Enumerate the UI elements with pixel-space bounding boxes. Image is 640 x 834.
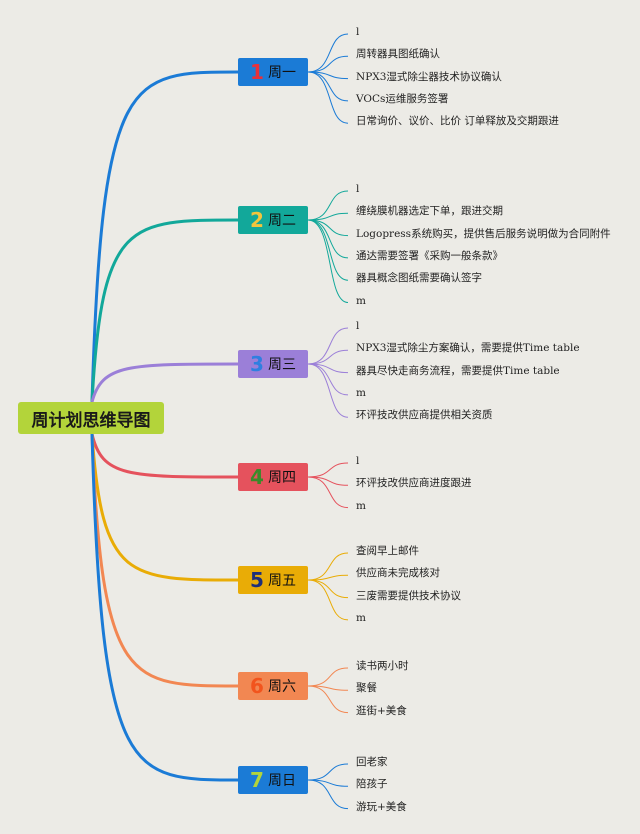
leaf-item: 环评技改供应商进度跟进 [356, 477, 472, 490]
leaf-connector [307, 685, 349, 714]
day-label: 周日 [267, 773, 296, 789]
leaf-connector [307, 219, 349, 303]
root-node: 周计划思维导图 [18, 402, 164, 434]
leaf-item: 回老家 [356, 756, 388, 768]
leaf-connector [307, 71, 349, 124]
branch-connector-1 [90, 70, 239, 403]
leaf-item: NPX3湿式除尘器技术协议确认 [356, 70, 502, 83]
leaf-connector [307, 349, 349, 365]
leaf-connector [307, 71, 349, 102]
leaf-connector [307, 763, 349, 781]
leaf-item: 读书两小时 [356, 660, 409, 672]
leaf-item: 供应商未完成核对 [356, 567, 440, 580]
day-label: 周二 [267, 213, 296, 229]
leaf-connector [307, 667, 349, 687]
branch-connector-5 [90, 433, 239, 582]
leaf-connector [307, 363, 349, 396]
leaf-item: m [356, 386, 366, 399]
leaf-item: 日常询价、议价、比价 订单释放及交期跟进 [356, 115, 559, 128]
leaf-item: 周转器具图纸确认 [356, 48, 440, 61]
leaf-connector [307, 327, 349, 365]
leaf-item: 三废需要提供技术协议 [356, 589, 461, 602]
root-label: 周计划思维导图 [31, 410, 151, 431]
leaf-connector [307, 219, 349, 259]
leaf-item: VOCs运维服务签署 [356, 92, 449, 105]
branch-connector-2 [90, 218, 239, 403]
leaf-item: 游玩+美食 [356, 800, 407, 813]
day-number: 2 [250, 208, 264, 232]
leaf-item: 陪孩子 [356, 778, 388, 791]
day-label: 周四 [267, 470, 296, 486]
branch-connector-3 [90, 362, 239, 403]
day-label: 周五 [267, 573, 296, 589]
leaf-connector [307, 552, 349, 581]
day-number: 5 [250, 568, 264, 592]
leaf-item: l [356, 26, 360, 38]
leaf-connector [307, 219, 349, 281]
leaf-item: 通达需要签署《采购一般条款》 [356, 249, 503, 262]
branch-connector-6 [90, 433, 239, 688]
leaf-item: 器具尽快走商务流程，需要提供Time table [356, 364, 560, 377]
leaf-connector [307, 779, 349, 810]
leaf-item: m [356, 499, 366, 512]
leaf-item: m [356, 294, 366, 307]
day-number: 7 [250, 768, 264, 792]
leaf-connector [307, 476, 349, 486]
leaf-connector [307, 363, 349, 418]
leaf-item: NPX3湿式除尘方案确认，需要提供Time table [356, 342, 580, 355]
leaf-item: Logopress系统购买，提供售后服务说明做为合同附件 [356, 227, 611, 240]
leaf-connector [307, 462, 349, 478]
leaf-item: l [356, 455, 360, 467]
day-label: 周一 [267, 65, 296, 81]
day-number: 3 [250, 352, 264, 376]
leaf-item: 聚餐 [356, 682, 377, 695]
leaf-connector [307, 476, 349, 509]
leaf-item: 查阅早上邮件 [356, 545, 419, 557]
leaf-item: 器具概念图纸需要确认签字 [356, 272, 482, 285]
leaf-item: l [356, 183, 360, 195]
day-number: 1 [250, 60, 264, 84]
branch-connector-4 [90, 433, 239, 479]
leaf-item: l [356, 320, 360, 332]
leaf-item: m [356, 611, 366, 624]
leaf-connector [307, 55, 349, 73]
day-number: 6 [250, 674, 264, 698]
branch-connector-7 [90, 433, 239, 782]
leaf-item: 缠绕膜机器选定下单，跟进交期 [356, 205, 503, 218]
leaf-connector [307, 579, 349, 599]
leaf-connector [307, 33, 349, 73]
leaf-item: 逛街+美食 [356, 704, 407, 717]
leaf-connector [307, 579, 349, 621]
day-label: 周六 [267, 679, 296, 695]
leaf-connector [307, 190, 349, 221]
day-label: 周三 [267, 357, 296, 373]
leaf-item: 环评技改供应商提供相关资质 [356, 409, 493, 422]
day-number: 4 [250, 465, 264, 489]
